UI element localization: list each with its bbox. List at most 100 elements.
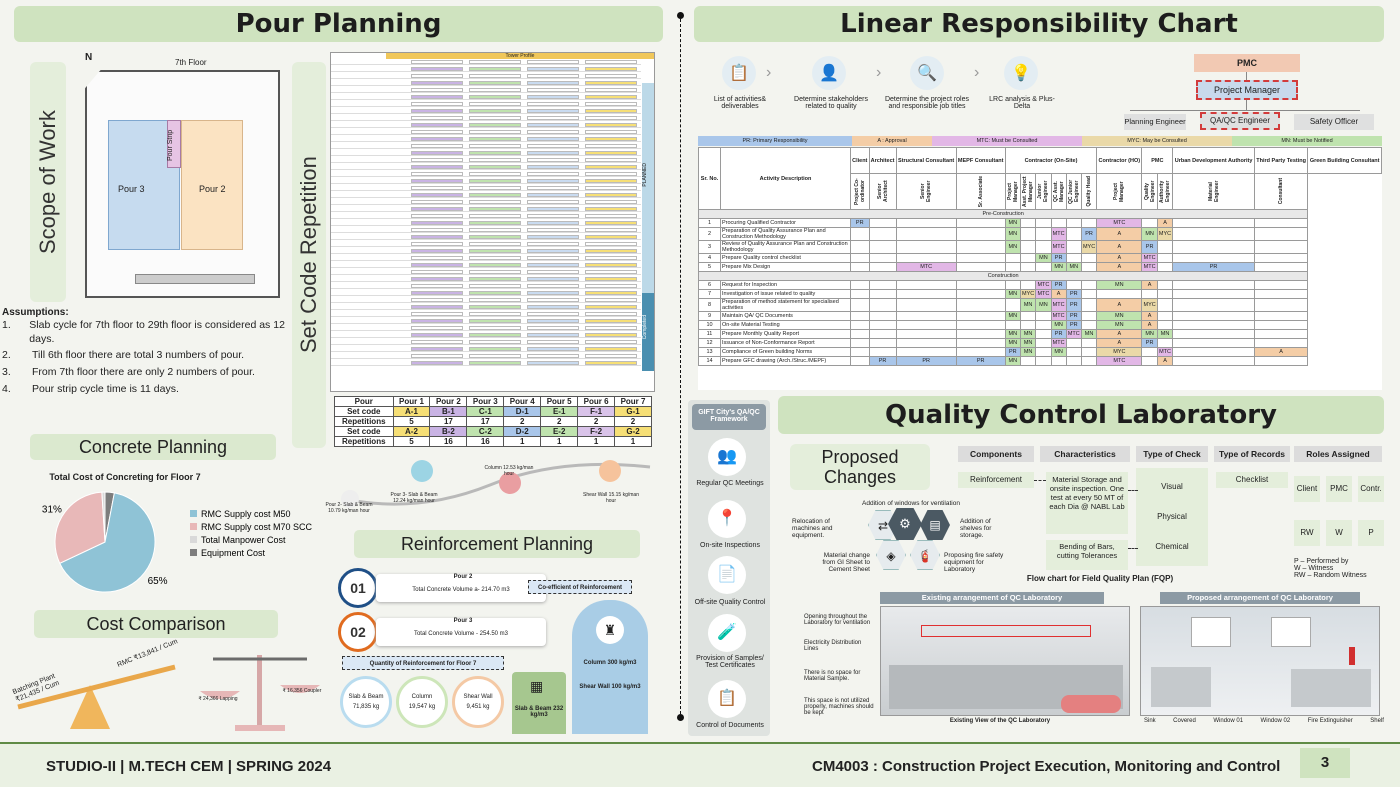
lrc-cell <box>955 262 1006 272</box>
lrc-cell <box>955 240 1006 254</box>
coupler-label: ₹ 16,356 Coupler <box>282 688 322 694</box>
lrc-row-no: 12 <box>698 338 721 348</box>
set-table-cell: 5 <box>392 436 431 447</box>
schedule-bar <box>585 333 637 337</box>
schedule-bar <box>411 67 463 71</box>
center-divider <box>680 14 681 719</box>
lrc-cell <box>1172 347 1255 357</box>
legend-a: A : Approval <box>852 136 932 146</box>
lrc-cell <box>850 298 870 312</box>
quantity-title: Quantity of Reinforcement for Floor 7 <box>342 656 504 670</box>
roles-key: P – Performed by W – Witness RW – Random… <box>1294 558 1367 579</box>
lrc-cell <box>868 338 897 348</box>
set-table-cell: B-1 <box>429 406 468 417</box>
set-table-header: Pour 3 <box>466 396 505 407</box>
step-1: List of activities& deliverables <box>713 96 767 110</box>
schedule-bar <box>585 116 637 120</box>
set-table-label: Repetitions <box>334 436 394 447</box>
fqp-dotted-link <box>1034 480 1046 481</box>
schedule-bar <box>469 326 521 330</box>
schedule-bar <box>585 95 637 99</box>
lrc-cell <box>1172 289 1255 299</box>
schedule-bar <box>411 200 463 204</box>
schedule-bar <box>585 186 637 190</box>
set-table-cell: 2 <box>577 416 616 427</box>
lrc-cell <box>955 311 1006 321</box>
schedule-row <box>331 80 641 86</box>
lrc-cell <box>1035 311 1052 321</box>
set-table-cell: E-1 <box>540 406 579 417</box>
schedule-bar <box>411 228 463 232</box>
lrc-cell: MN <box>1019 298 1037 312</box>
change-hex-5: 🧯 <box>910 540 940 570</box>
set-table-cell: 16 <box>466 436 505 447</box>
lrc-cell <box>868 329 897 339</box>
lrc-cell <box>868 289 897 299</box>
change-shelves: Addition of shelves for storage. <box>960 518 992 539</box>
schedule-bar <box>411 361 463 365</box>
schedule-bar <box>527 305 579 309</box>
schedule-bar <box>469 333 521 337</box>
schedule-row <box>331 297 641 303</box>
schedule-bar <box>411 102 463 106</box>
lrc-cell <box>850 289 870 299</box>
coef-box: Co-efficient of Reinforcement <box>528 580 632 594</box>
lrc-role-header: Project Co-ordinator <box>850 173 870 210</box>
lrc-cell: PR <box>850 218 870 228</box>
lrc-cell: MYC <box>1019 289 1037 299</box>
schedule-row <box>331 94 641 100</box>
qty-slab-beam-name: Slab & Beam <box>348 694 384 700</box>
schedule-row <box>331 332 641 338</box>
pour2-label: Pour 2 <box>199 184 226 194</box>
legend-myc: MYC: May be Consulted <box>1082 136 1232 146</box>
schedule-bar <box>411 305 463 309</box>
lrc-cell: MN <box>1019 347 1037 357</box>
lrc-role-header: Quality Engineer <box>1141 173 1158 210</box>
label-window-02: Window 02 <box>1260 718 1291 724</box>
schedule-bar <box>469 144 521 148</box>
lrc-cell <box>1065 227 1082 241</box>
schedule-bar <box>469 172 521 176</box>
schedule-bar <box>411 319 463 323</box>
lrc-row-no: 2 <box>698 227 721 241</box>
lrc-cell: MTC <box>1156 347 1174 357</box>
lrc-cell <box>895 347 957 357</box>
schedule-bar <box>469 277 521 281</box>
org-pmc: PMC <box>1194 54 1300 72</box>
set-table-header: Pour <box>334 396 394 407</box>
lrc-cell <box>1080 356 1098 366</box>
set-table-header: Pour 4 <box>503 396 542 407</box>
schedule-bar <box>469 81 521 85</box>
set-table-label: Set code <box>334 406 394 417</box>
schedule-row <box>331 248 641 254</box>
lrc-cell <box>1253 298 1309 312</box>
lrc-cell <box>1080 218 1098 228</box>
lightbulb-icon: 💡 <box>1004 56 1038 90</box>
set-table-cell: 17 <box>429 416 468 427</box>
schedule-bar <box>585 235 637 239</box>
lrc-role-header: Authority Engineer <box>1156 173 1174 210</box>
lrc-cell <box>868 298 897 312</box>
set-table-cell: 16 <box>429 436 468 447</box>
legend-pr: PR: Primary Responsibility <box>698 136 852 146</box>
schedule-row <box>331 360 641 366</box>
lrc-cell <box>1004 253 1021 263</box>
schedule-row <box>331 150 641 156</box>
schedule-bar <box>585 242 637 246</box>
lrc-cell <box>1172 329 1255 339</box>
schedule-row <box>331 136 641 142</box>
lrc-row-desc: Preparation of method statement for spec… <box>720 298 851 312</box>
lrc-cell: MN <box>1004 218 1021 228</box>
schedule-bar <box>585 256 637 260</box>
lrc-cell <box>1019 311 1037 321</box>
lrc-cell <box>895 298 957 312</box>
lrc-cell <box>850 329 870 339</box>
lrc-cell: A <box>1096 253 1143 263</box>
schedule-bar <box>585 326 637 330</box>
lrc-role-header: Senior Engineer <box>895 173 957 210</box>
floor-label: 7th Floor <box>175 58 207 67</box>
lrc-cell <box>1050 356 1067 366</box>
